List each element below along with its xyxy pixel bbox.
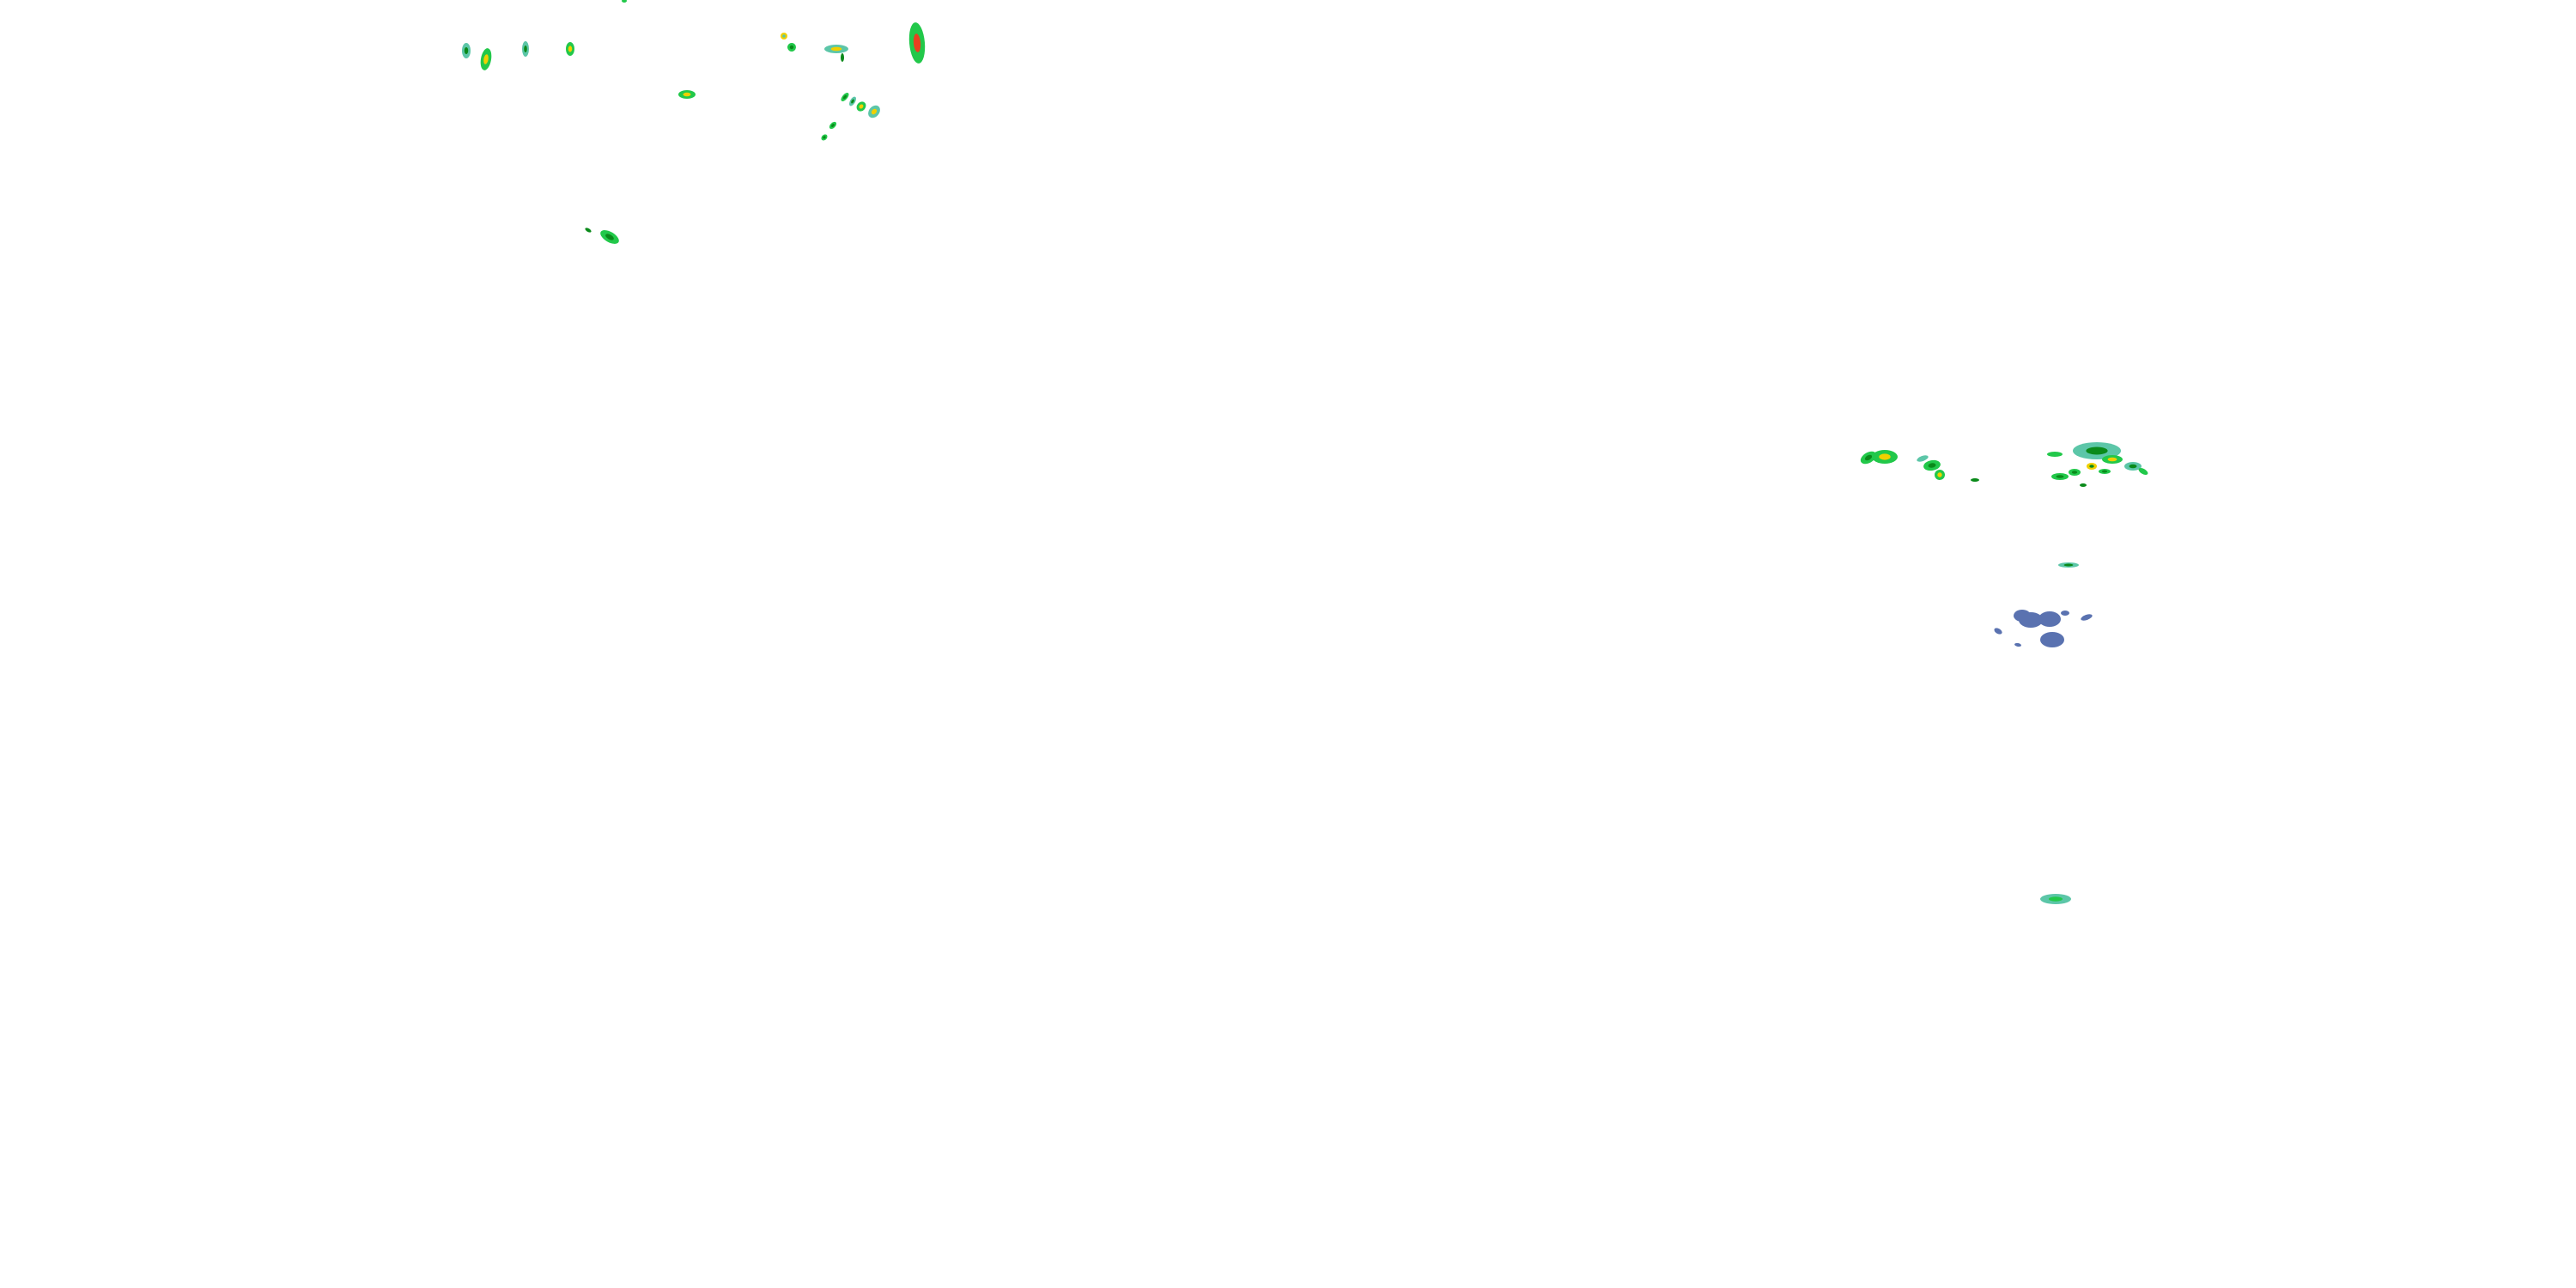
precipitation-cell-light [1917,455,1929,462]
precipitation-cell-heavy [1971,478,1979,482]
precipitation-core-heavy [1928,463,1936,468]
precipitation-core-light [782,34,786,38]
precipitation-cell-mixed [2038,611,2061,627]
precipitation-core-heavy [831,124,835,127]
precipitation-core-heavy [464,46,469,55]
precipitation-core-heavy [2101,470,2108,473]
precipitation-cell-heavy [2080,483,2087,487]
precipitation-cell-mixed [2014,642,2021,647]
precipitation-core-heavy [524,45,527,53]
precipitation-cell-mixed [1994,628,2002,635]
precipitation-cell-mixed [2019,612,2043,628]
precipitation-core-heavy [789,45,794,50]
precipitation-cell-mixed [2040,632,2064,647]
precipitation-cell-mixed [2081,614,2093,621]
precipitation-cell-moderate [2138,468,2148,475]
precipitation-layer [462,0,2148,904]
precipitation-core-heavy [1864,454,1873,461]
precipitation-core-heavy [2129,464,2137,469]
precipitation-core-intense [2107,457,2117,462]
precipitation-core-heavy [851,99,854,104]
precipitation-core-intense [871,108,878,115]
precipitation-cell-heavy [585,228,592,233]
precipitation-cell-moderate [622,0,627,3]
precipitation-core-intense [1937,472,1942,477]
precipitation-cell-heavy [841,53,844,62]
precipitation-core-intense [683,92,691,97]
precipitation-core-intense [483,54,489,64]
precipitation-core-heavy [605,234,614,240]
precipitation-core-intense [830,46,842,52]
precipitation-core-heavy [823,136,826,139]
precipitation-core-extreme [913,33,921,52]
precipitation-core-intense [568,46,573,52]
precipitation-core-intense [1879,453,1891,460]
precipitation-cell-mixed [2061,611,2069,616]
precipitation-core-heavy [2086,447,2108,455]
precipitation-core-heavy [2089,465,2094,468]
precipitation-core-moderate [2048,896,2063,902]
precipitation-core-intense [859,104,864,109]
precipitation-core-heavy [2071,471,2078,474]
precipitation-core-heavy [842,94,848,100]
precipitation-core-heavy [2056,475,2064,478]
precipitation-cell-moderate [2047,452,2063,457]
precipitation-core-heavy [2063,563,2074,567]
